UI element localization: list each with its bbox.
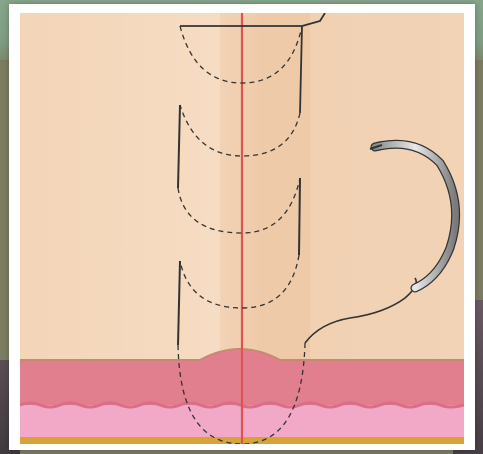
stitch-right-1 <box>299 178 300 255</box>
suture-illustration <box>20 13 464 444</box>
wound-shading <box>220 13 310 363</box>
